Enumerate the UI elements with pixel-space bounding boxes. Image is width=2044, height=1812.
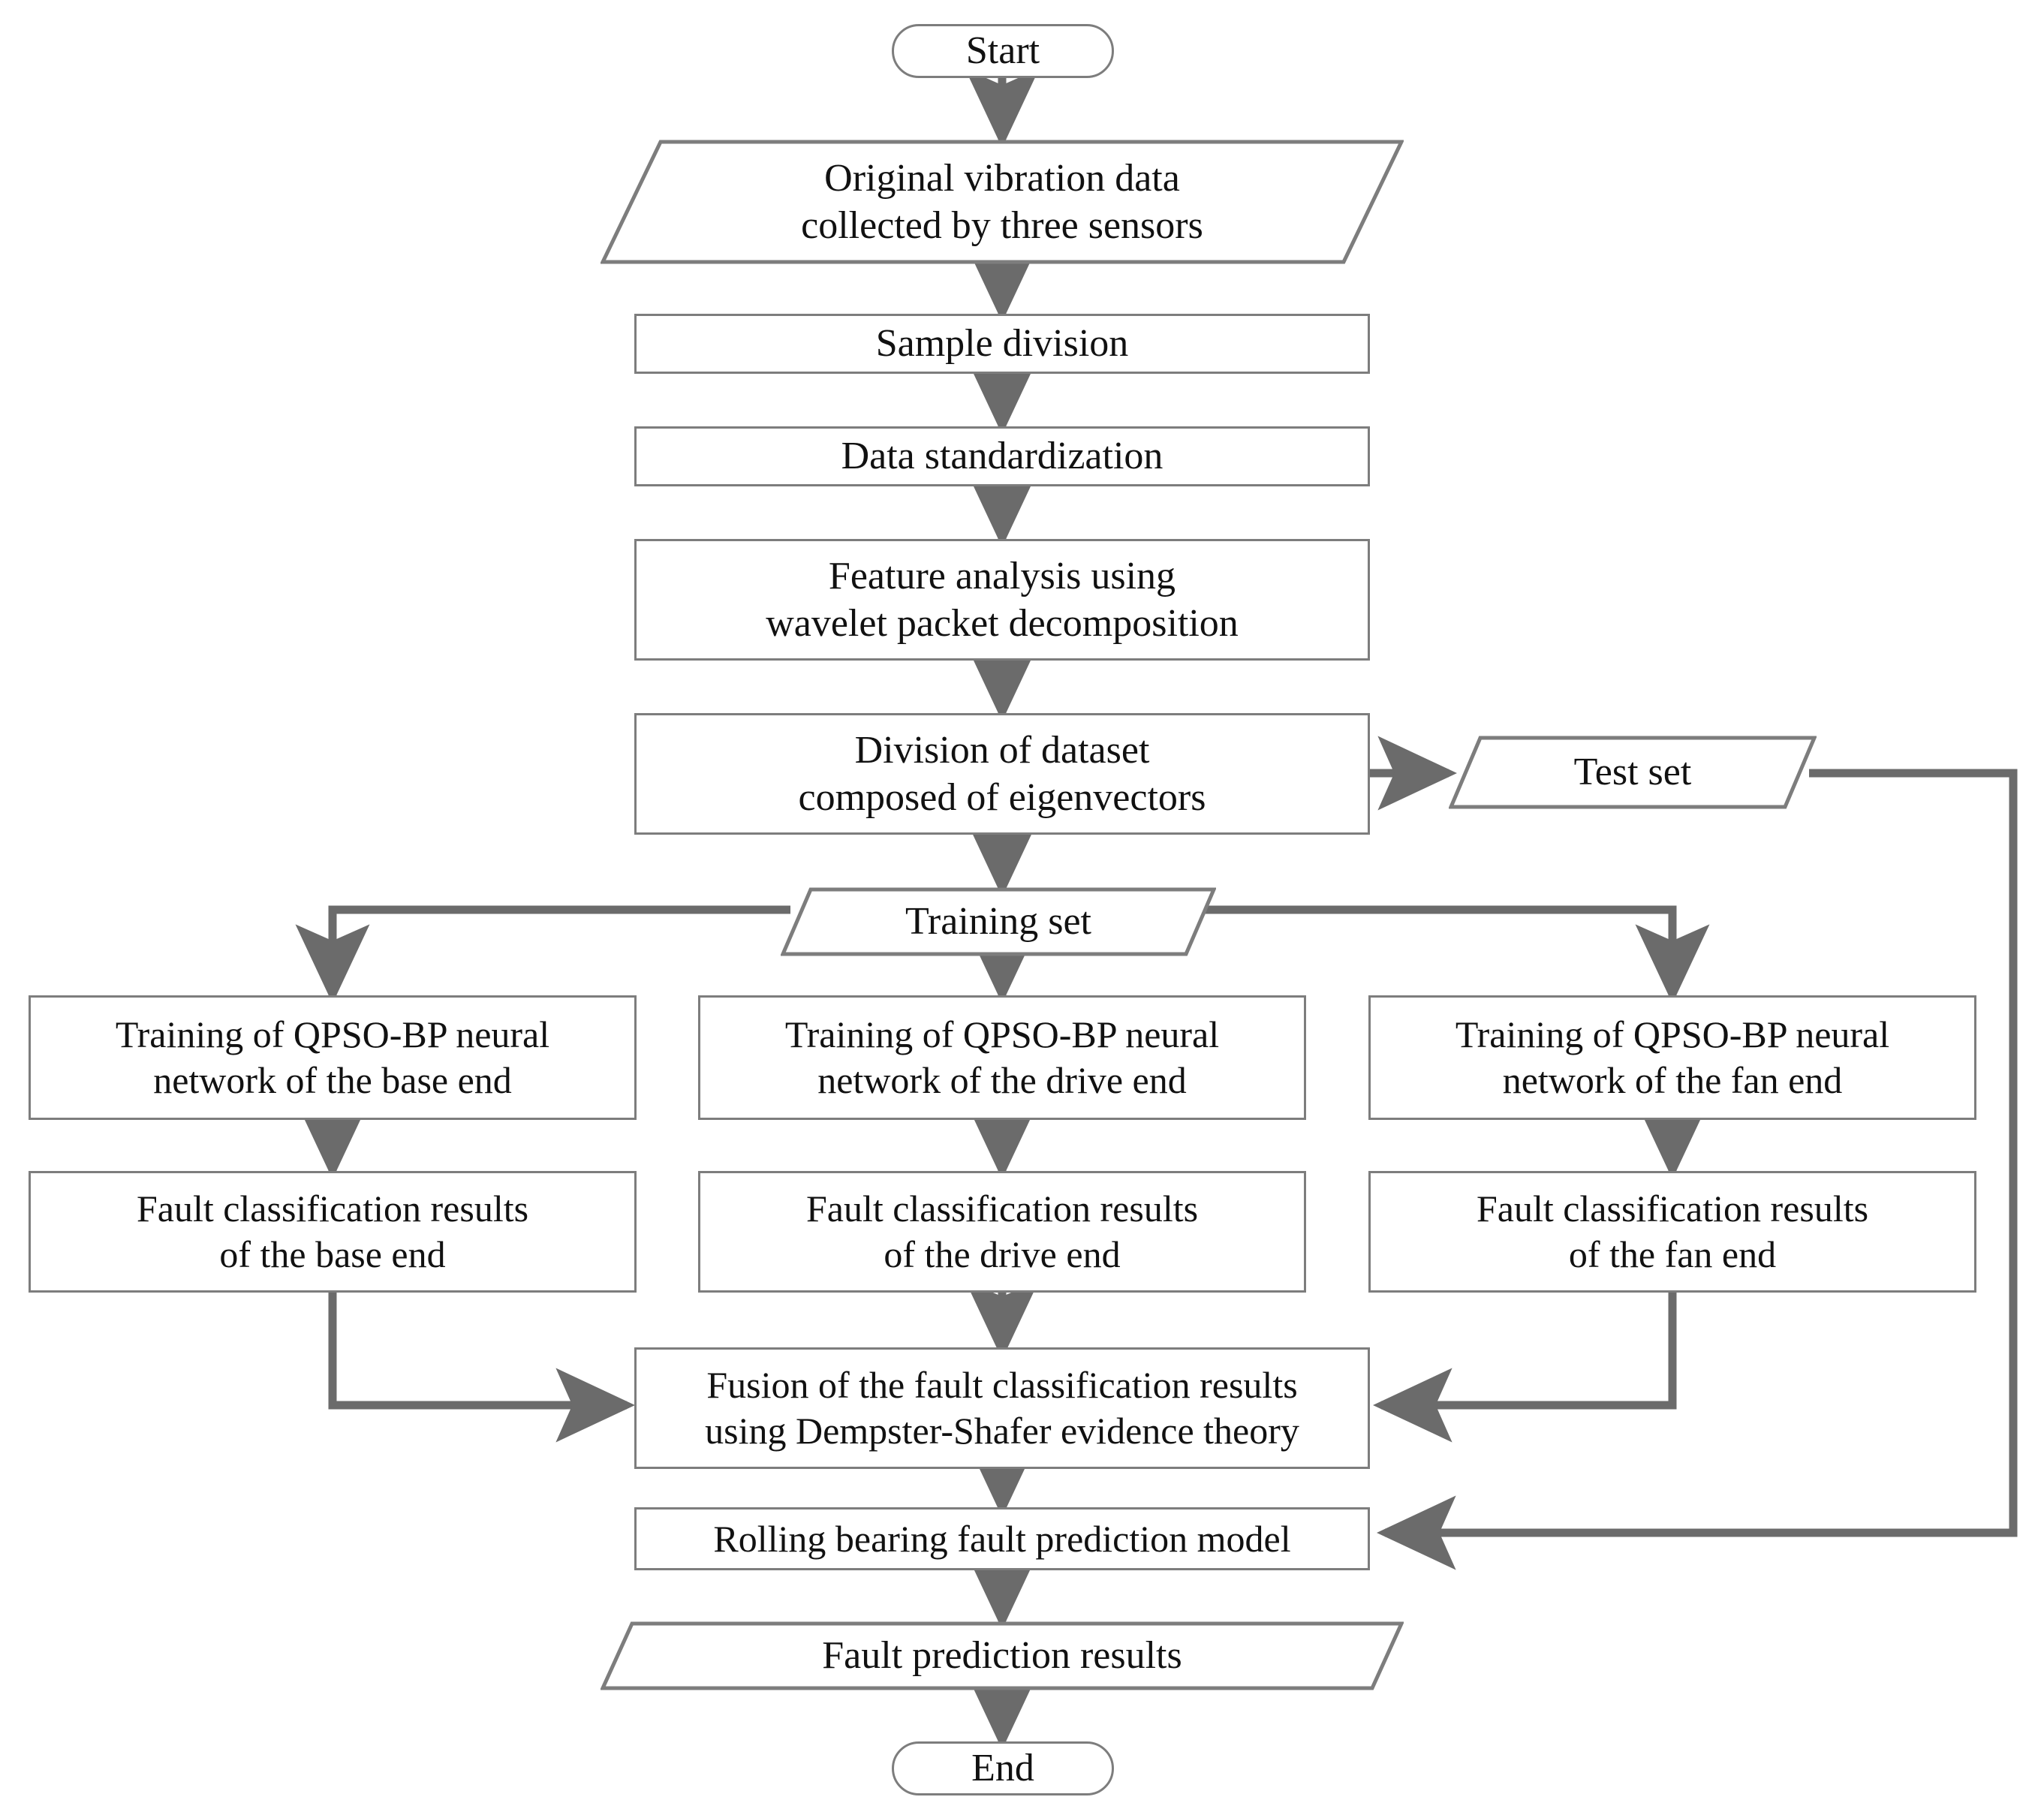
node-result-base-label: Fault classification results of the base… xyxy=(136,1187,529,1275)
node-division-dataset[interactable]: Division of dataset composed of eigenvec… xyxy=(634,713,1370,835)
node-feature-analysis[interactable]: Feature analysis using wavelet packet de… xyxy=(634,539,1370,661)
edge-resultfan-to-fusion xyxy=(1373,1291,1677,1443)
node-fusion-label: Fusion of the fault classification resul… xyxy=(705,1364,1299,1452)
node-original-data-label: Original vibration data collected by thr… xyxy=(801,156,1203,247)
node-result-fan-label: Fault classification results of the fan … xyxy=(1476,1187,1869,1275)
node-result-drive[interactable]: Fault classification results of the driv… xyxy=(698,1171,1306,1293)
node-fusion[interactable]: Fusion of the fault classification resul… xyxy=(634,1347,1370,1469)
node-division-dataset-label: Division of dataset composed of eigenvec… xyxy=(798,728,1206,819)
node-train-base[interactable]: Training of QPSO-BP neural network of th… xyxy=(29,995,637,1120)
edge-testset-to-model xyxy=(1377,769,2018,1570)
node-original-data-shape xyxy=(601,140,1404,264)
node-feature-analysis-label: Feature analysis using wavelet packet de… xyxy=(766,554,1239,645)
node-test-set[interactable]: Test set xyxy=(1449,736,1817,809)
node-prediction-results-label: Fault prediction results xyxy=(822,1634,1182,1678)
node-result-drive-label: Fault classification results of the driv… xyxy=(805,1187,1199,1275)
edge-trainingset-to-fan xyxy=(1201,905,1710,1004)
node-test-set-shape xyxy=(1449,736,1817,809)
node-sample-division[interactable]: Sample division xyxy=(634,314,1370,374)
node-start[interactable]: Start xyxy=(892,24,1114,78)
node-training-set-label: Training set xyxy=(905,900,1091,944)
node-prediction-results-shape xyxy=(601,1621,1404,1690)
node-prediction-model-label: Rolling bearing fault prediction model xyxy=(713,1517,1291,1560)
node-train-drive-label: Training of QPSO-BP neural network of th… xyxy=(784,1013,1220,1101)
node-data-standardization-label: Data standardization xyxy=(841,435,1163,478)
node-start-label: Start xyxy=(965,29,1040,73)
node-result-fan[interactable]: Fault classification results of the fan … xyxy=(1368,1171,1976,1293)
node-prediction-results[interactable]: Fault prediction results xyxy=(601,1621,1404,1690)
edge-resultbase-to-fusion xyxy=(328,1291,635,1443)
node-training-set-shape xyxy=(781,887,1216,956)
node-test-set-label: Test set xyxy=(1573,751,1692,794)
edge-trainingset-to-base xyxy=(295,905,790,1004)
node-end-label: End xyxy=(971,1747,1034,1790)
node-end[interactable]: End xyxy=(892,1741,1114,1795)
node-train-fan-label: Training of QPSO-BP neural network of th… xyxy=(1455,1013,1890,1101)
node-data-standardization[interactable]: Data standardization xyxy=(634,426,1370,486)
node-result-base[interactable]: Fault classification results of the base… xyxy=(29,1171,637,1293)
node-train-fan[interactable]: Training of QPSO-BP neural network of th… xyxy=(1368,995,1976,1120)
node-train-base-label: Training of QPSO-BP neural network of th… xyxy=(115,1013,550,1101)
node-original-data[interactable]: Original vibration data collected by thr… xyxy=(601,140,1404,264)
node-prediction-model[interactable]: Rolling bearing fault prediction model xyxy=(634,1507,1370,1570)
node-training-set[interactable]: Training set xyxy=(781,887,1216,956)
node-train-drive[interactable]: Training of QPSO-BP neural network of th… xyxy=(698,995,1306,1120)
node-sample-division-label: Sample division xyxy=(875,322,1129,366)
